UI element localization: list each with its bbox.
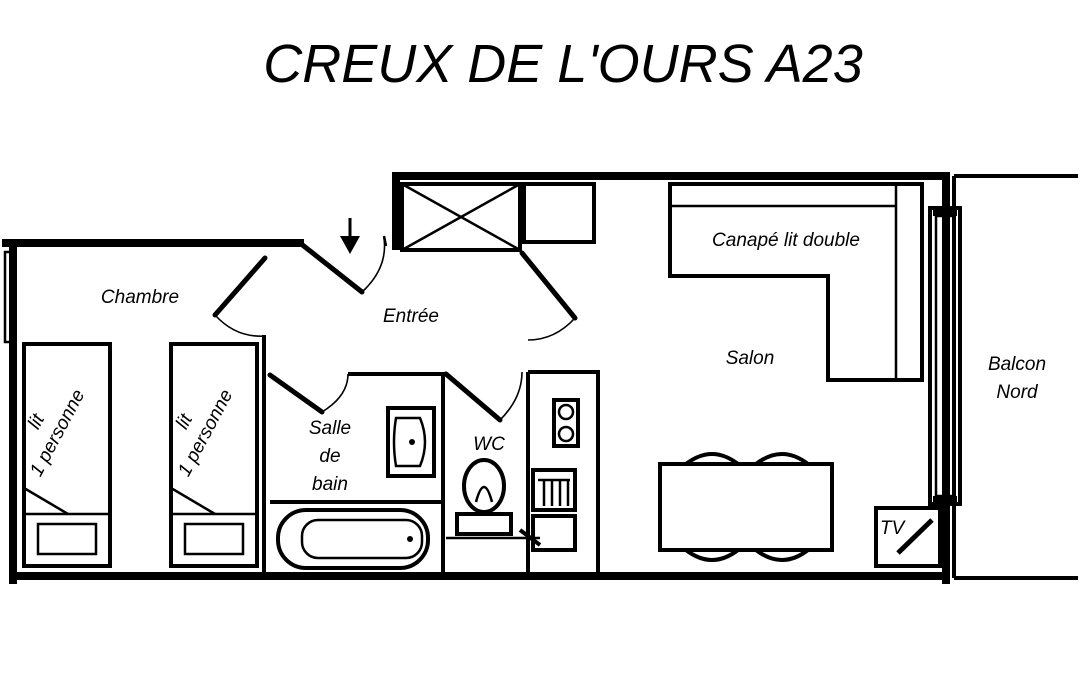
entrance-arrow-icon — [340, 218, 360, 254]
label-bed1-line2: 1 personne — [26, 386, 89, 480]
label-balcon-line2: Nord — [996, 382, 1039, 403]
plan-title: CREUX DE L'OURS A23 — [263, 34, 862, 94]
label-bed2-line2: 1 personne — [174, 386, 237, 480]
tv-unit — [874, 506, 942, 568]
room-labels: Chambre lit 1 personne lit 1 personne En… — [24, 230, 1046, 539]
label-salon: Salon — [726, 348, 775, 369]
label-salle-line1: Salle — [309, 418, 351, 439]
sofa-bed — [668, 182, 924, 382]
bed-2 — [169, 342, 259, 568]
entrance-closets — [400, 182, 596, 252]
label-balcon-line1: Balcon — [988, 354, 1046, 375]
washbasin — [386, 406, 436, 478]
bathtub — [276, 508, 430, 570]
bed-1 — [22, 342, 112, 568]
label-salle-line3: bain — [312, 474, 348, 495]
label-wc: WC — [473, 434, 505, 455]
label-entree: Entrée — [383, 306, 439, 327]
balcony-window — [928, 206, 962, 506]
interior-walls — [262, 335, 600, 576]
label-tv: TV — [880, 518, 907, 539]
kitchenette — [531, 398, 580, 552]
label-bed2-line1: lit — [172, 410, 197, 433]
doors — [212, 235, 578, 423]
dining-table — [658, 452, 834, 562]
label-bed1-line1: lit — [24, 410, 49, 433]
label-canape: Canapé lit double — [712, 230, 860, 251]
label-chambre: Chambre — [101, 287, 179, 308]
label-salle-line2: de — [319, 446, 340, 467]
toilet — [455, 458, 513, 536]
